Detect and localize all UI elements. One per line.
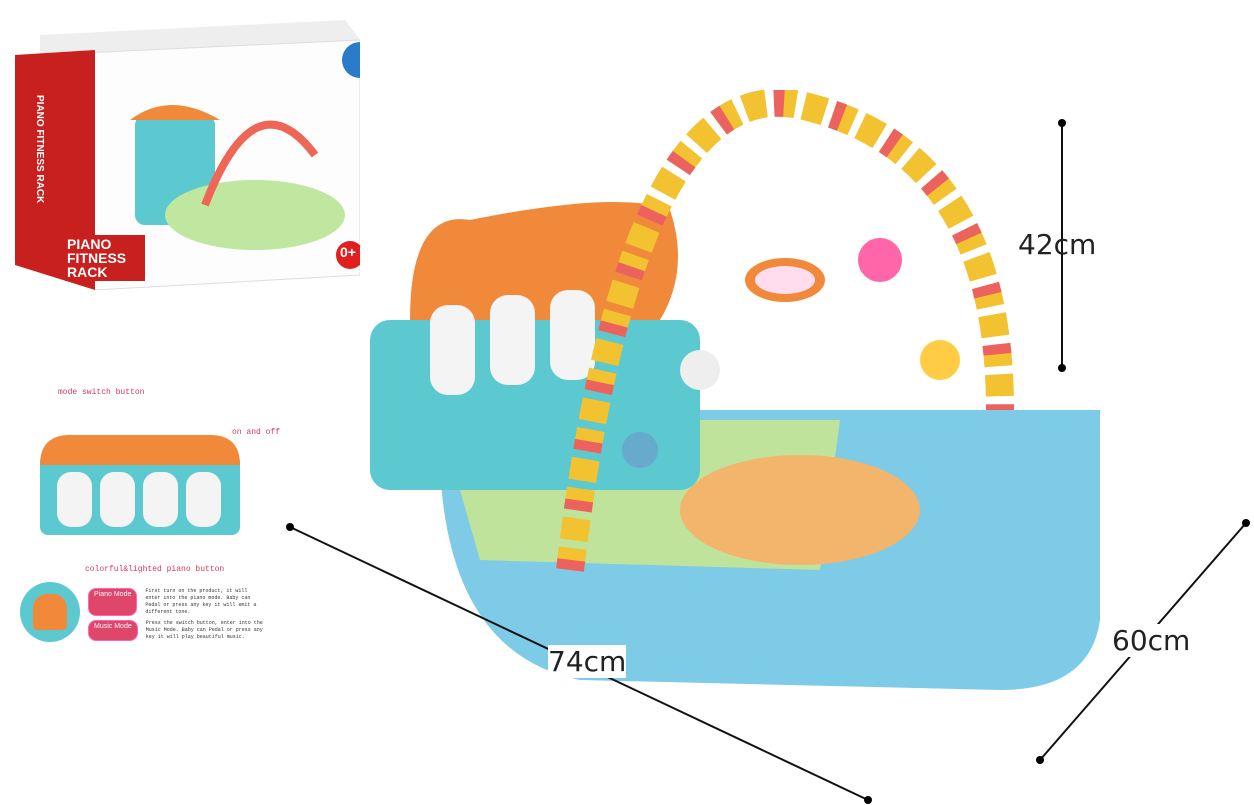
mode-description: First turn on the product, it will enter… — [145, 588, 257, 615]
box-side-text: PIANO FITNESS RACK — [34, 95, 45, 204]
mode-name: Piano Mode — [88, 588, 138, 616]
dimension-height: 42cm — [1018, 228, 1097, 261]
age-badge: 0+ — [340, 244, 356, 260]
label-mode-switch: mode switch button — [58, 388, 145, 397]
piano-panel-diagram — [35, 420, 245, 535]
label-on-off: on and off — [232, 428, 281, 437]
label-piano-buttons: colorful&lighted piano button — [85, 565, 225, 574]
mode-description: Press the switch button, enter into the … — [145, 620, 263, 640]
mode-piano: Piano Mode First turn on the product, it… — [88, 588, 265, 616]
bell-button-closeup — [20, 582, 80, 642]
box-front-title: PIANO FITNESS RACK — [65, 235, 145, 281]
dimension-depth: 60cm — [1112, 624, 1191, 657]
play-gym-image — [286, 90, 1250, 804]
dimension-width: 74cm — [548, 645, 627, 678]
mode-music: Music Mode Press the switch button, ente… — [88, 620, 266, 641]
mode-name: Music Mode — [88, 620, 138, 641]
